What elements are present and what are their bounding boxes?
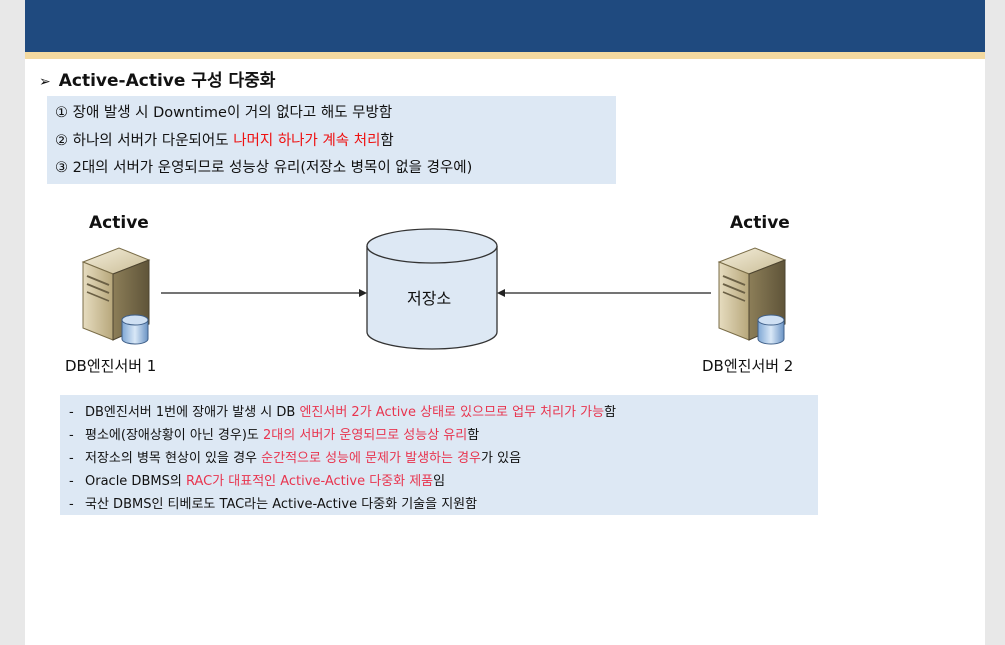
dash-bullet: -	[69, 497, 74, 512]
summary-box: ① 장애 발생 시 Downtime이 거의 없다고 해도 무방함 ② 하나의 …	[47, 96, 616, 184]
right-server-caption: DB엔진서버 2	[702, 357, 794, 375]
note-line: -저장소의 병목 현상이 있을 경우 순간적으로 성능에 문제가 발생하는 경우…	[69, 447, 521, 466]
dash-bullet: -	[69, 451, 74, 466]
section-title: Active-Active 구성 다중화	[58, 71, 276, 91]
right-server-status: Active	[730, 213, 790, 233]
left-server-status: Active	[89, 213, 149, 233]
note-highlight: 순간적으로 성능에 문제가 발생하는 경우	[261, 451, 482, 466]
slide: ➢ Active-Active 구성 다중화 ① 장애 발생 시 Downtime…	[25, 0, 985, 645]
arrow-bullet-icon: ➢	[39, 74, 51, 90]
note-text: 평소에(장애상황이 아닌 경우)도	[85, 428, 264, 443]
left-server-caption: DB엔진서버 1	[65, 357, 157, 375]
note-text: 함	[604, 405, 617, 420]
note-highlight: 2대의 서버가 운영되므로 성능상 유리	[263, 428, 468, 443]
note-line: -국산 DBMS인 티베로도 TAC라는 Active-Active 다중화 기…	[69, 493, 477, 512]
summary-line-1: ① 장애 발생 시 Downtime이 거의 없다고 해도 무방함	[55, 101, 392, 122]
connection-arrows	[161, 289, 711, 297]
storage-label: 저장소	[407, 289, 452, 308]
server-icon	[81, 247, 151, 345]
note-highlight: 엔진서버 2가 Active 상태로 있으므로 업무 처리가 가능	[299, 405, 605, 420]
note-line: -평소에(장애상황이 아닌 경우)도 2대의 서버가 운영되므로 성능상 유리함	[69, 424, 479, 443]
summary-line-3: ③ 2대의 서버가 운영되므로 성능상 유리(저장소 병목이 없을 경우에)	[55, 156, 472, 177]
dash-bullet: -	[69, 474, 74, 489]
note-text: 저장소의 병목 현상이 있을 경우	[85, 451, 262, 466]
header-stripe	[25, 52, 985, 59]
summary-text: 하나의 서버가 다운되어도	[72, 133, 234, 149]
note-text: 국산 DBMS인 티베로도 TAC라는 Active-Active 다중화 기술…	[85, 497, 478, 512]
note-text: 가 있음	[481, 451, 522, 466]
header-bar	[25, 0, 985, 52]
note-text: 함	[467, 428, 480, 443]
left-arrow-head	[359, 289, 367, 297]
note-line: -DB엔진서버 1번에 장애가 발생 시 DB 엔진서버 2가 Active 상…	[69, 401, 616, 420]
storage-cylinder-icon	[366, 228, 498, 350]
circled-number: ③	[55, 160, 68, 176]
dash-bullet: -	[69, 405, 74, 420]
note-highlight: RAC가 대표적인 Active-Active 다중화 제품	[185, 474, 434, 489]
summary-highlight: 나머지 하나가 계속 처리	[233, 133, 381, 149]
architecture-diagram: Active DB엔진서버 1 Active	[25, 200, 985, 390]
right-arrow-head	[497, 289, 505, 297]
summary-text: 함	[380, 133, 394, 149]
summary-text: 2대의 서버가 운영되므로 성능상 유리(저장소 병목이 없을 경우에)	[72, 160, 473, 176]
circled-number: ①	[55, 105, 68, 121]
note-text: DB엔진서버 1번에 장애가 발생 시 DB	[85, 405, 300, 420]
note-line: -Oracle DBMS의 RAC가 대표적인 Active-Active 다중…	[69, 470, 445, 489]
server-icon	[717, 247, 787, 345]
summary-line-2: ② 하나의 서버가 다운되어도 나머지 하나가 계속 처리함	[55, 129, 394, 150]
notes-box: -DB엔진서버 1번에 장애가 발생 시 DB 엔진서버 2가 Active 상…	[60, 395, 818, 515]
note-text: Oracle DBMS의	[85, 474, 186, 489]
section-heading: ➢ Active-Active 구성 다중화	[39, 66, 276, 91]
circled-number: ②	[55, 133, 68, 149]
dash-bullet: -	[69, 428, 74, 443]
note-text: 임	[433, 474, 446, 489]
summary-text: 장애 발생 시 Downtime이 거의 없다고 해도 무방함	[72, 105, 393, 121]
